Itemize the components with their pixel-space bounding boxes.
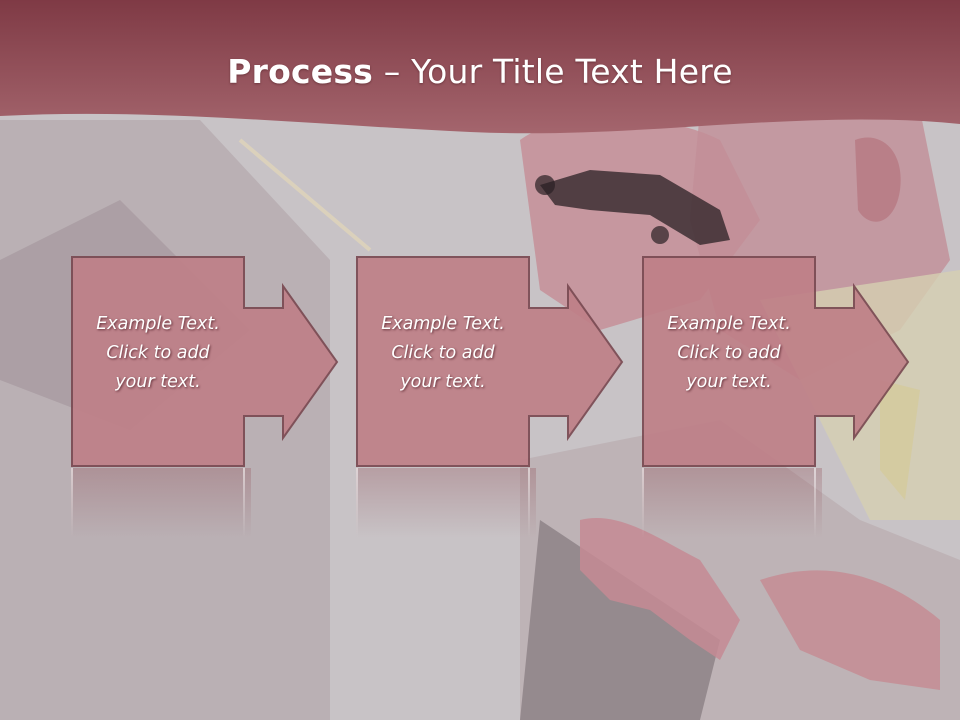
process-step-3[interactable]: Example Text. Click to add your text. xyxy=(642,256,912,538)
process-step-1[interactable]: Example Text. Click to add your text. xyxy=(71,256,341,538)
title-rest: – Your Title Text Here xyxy=(373,52,733,91)
reflection-edge xyxy=(642,468,644,538)
title-banner xyxy=(0,0,960,134)
step-reflection xyxy=(642,468,822,538)
reflection-edge xyxy=(243,468,245,538)
arrow-callout-shape xyxy=(356,256,624,467)
arrow-callout-shape xyxy=(642,256,910,467)
process-step-2[interactable]: Example Text. Click to add your text. xyxy=(356,256,626,538)
title-bold: Process xyxy=(227,52,374,91)
step-reflection xyxy=(356,468,536,538)
step-text[interactable]: Example Text. Click to add your text. xyxy=(381,314,505,392)
reflection-edge xyxy=(356,468,358,538)
arrow-callout-shape xyxy=(71,256,339,467)
step-text[interactable]: Example Text. Click to add your text. xyxy=(667,314,791,392)
reflection-edge xyxy=(528,468,530,538)
step-text[interactable]: Example Text. Click to add your text. xyxy=(96,314,220,392)
reflection-edge xyxy=(814,468,816,538)
reflection-edge xyxy=(71,468,73,538)
step-reflection xyxy=(71,468,251,538)
slide-title[interactable]: Process – Your Title Text Here xyxy=(0,52,960,91)
